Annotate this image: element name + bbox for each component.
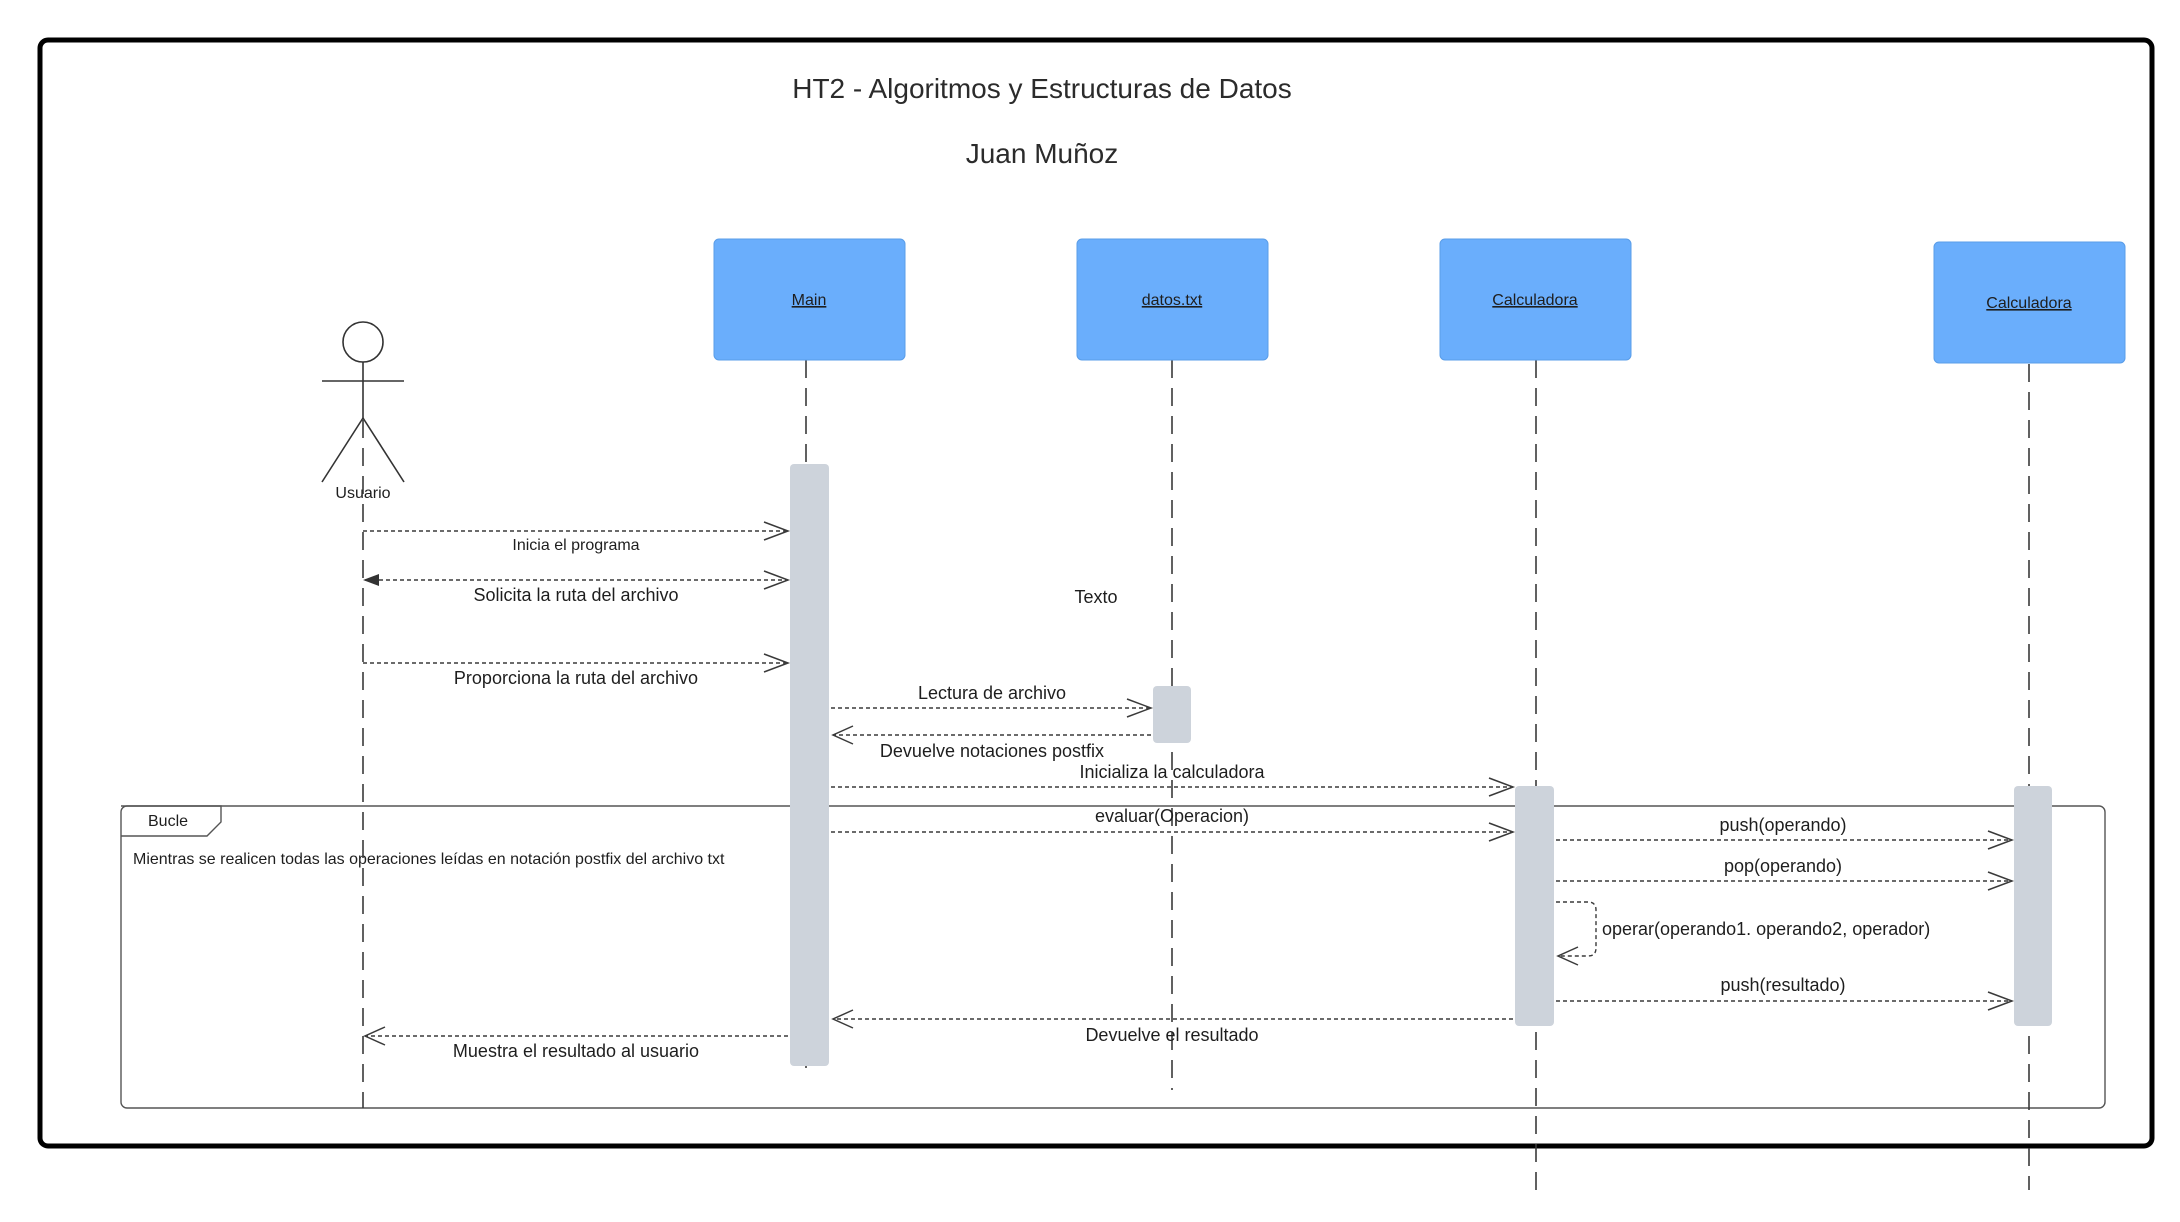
message-push-operando: push(operando) — [1556, 815, 2015, 850]
message-label: operar(operando1. operando2, operador) — [1602, 919, 1930, 939]
activation-calc1 — [1515, 786, 1554, 1026]
participant-calc2: Calculadora — [1933, 241, 2126, 364]
participant-calc1: Calculadora — [1439, 238, 1632, 361]
actor-head — [342, 321, 384, 363]
message-label: push(operando) — [1719, 815, 1846, 835]
participant-calc2-label: Calculadora — [1986, 295, 2071, 312]
activation-calc2 — [2014, 786, 2052, 1026]
activation-main — [790, 464, 829, 1066]
message-operar-self: operar(operando1. operando2, operador) — [1556, 901, 1930, 966]
actor-usuario: Usuario — [321, 321, 405, 502]
participant-datos-label: datos.txt — [1142, 292, 1203, 309]
message-label: Inicializa la calculadora — [1079, 762, 1265, 782]
message-label: Devuelve el resultado — [1085, 1025, 1258, 1045]
message-evaluar: evaluar(Operacion) — [831, 806, 1516, 842]
message-solicita-ruta: Solicita la ruta del archivo — [363, 570, 791, 605]
diagram-author: Juan Muñoz — [966, 138, 1119, 169]
free-text: Texto — [1074, 587, 1117, 607]
participant-main-label: Main — [792, 292, 827, 309]
message-pop-operando: pop(operando) — [1556, 856, 2015, 891]
message-label: Devuelve notaciones postfix — [880, 741, 1104, 761]
message-label: push(resultado) — [1720, 975, 1845, 995]
diagram-frame — [37, 37, 2155, 1149]
diagram-title: HT2 - Algoritmos y Estructuras de Datos — [792, 73, 1292, 104]
participant-main: Main — [713, 238, 906, 361]
loop-condition: Mientras se realicen todas las operacion… — [133, 851, 725, 868]
participant-datos: datos.txt — [1076, 238, 1269, 361]
message-proporciona-ruta: Proporciona la ruta del archivo — [363, 653, 791, 688]
message-devuelve-postfix: Devuelve notaciones postfix — [831, 725, 1151, 761]
message-label: pop(operando) — [1724, 856, 1842, 876]
message-devuelve-resultado: Devuelve el resultado — [831, 1009, 1513, 1045]
message-lectura-archivo: Lectura de archivo — [831, 683, 1154, 718]
participant-calc1-label: Calculadora — [1492, 292, 1577, 309]
message-label: Solicita la ruta del archivo — [473, 585, 678, 605]
message-label: evaluar(Operacion) — [1095, 806, 1249, 826]
message-label: Lectura de archivo — [918, 683, 1066, 703]
message-inicia-programa: Inicia el programa — [363, 521, 791, 554]
message-muestra-resultado: Muestra el resultado al usuario — [363, 1026, 788, 1061]
message-label: Inicia el programa — [512, 537, 639, 554]
activation-datos — [1153, 686, 1191, 743]
loop-fragment: Bucle Mientras se realicen todas las ope… — [120, 805, 2106, 1109]
loop-label: Bucle — [148, 813, 188, 830]
message-inicializa-calculadora: Inicializa la calculadora — [831, 762, 1516, 797]
message-label: Proporciona la ruta del archivo — [454, 668, 698, 688]
message-push-resultado: push(resultado) — [1556, 975, 2015, 1011]
message-label: Muestra el resultado al usuario — [453, 1041, 699, 1061]
